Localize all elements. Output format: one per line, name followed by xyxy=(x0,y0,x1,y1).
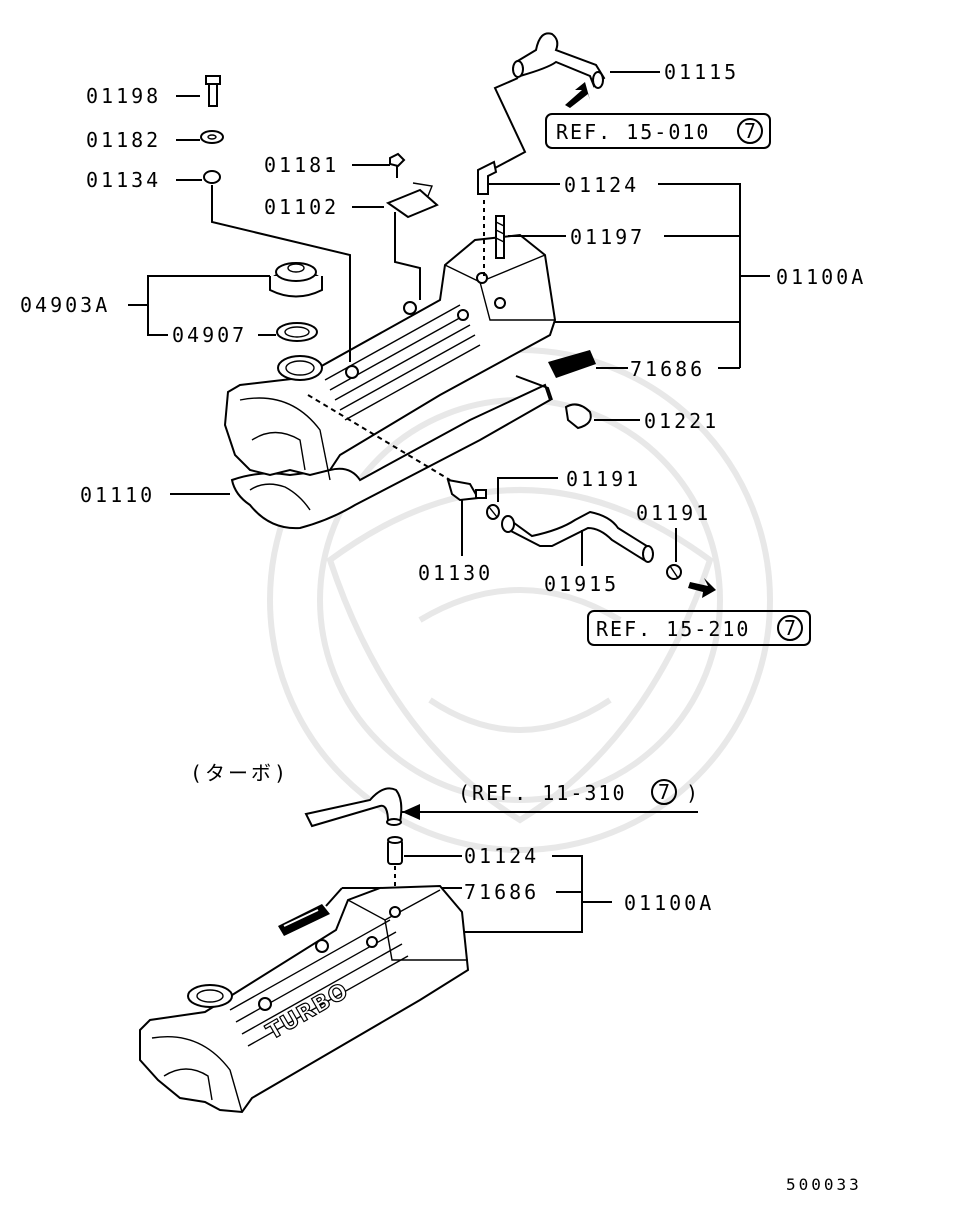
ref-15-210-num: 7 xyxy=(784,616,798,640)
label-01130: 01130 xyxy=(418,561,493,585)
gasket-01110 xyxy=(230,383,552,530)
emblem-71686 xyxy=(548,350,596,378)
bolt-01181 xyxy=(389,152,406,178)
ref-11-310-num: 7 xyxy=(658,780,672,804)
elbow-01124 xyxy=(477,160,498,195)
plug-01221 xyxy=(564,403,592,430)
label-01915: 01915 xyxy=(544,572,619,596)
label-01100A: 01100A xyxy=(776,265,866,289)
label-01181: 01181 xyxy=(264,153,339,177)
label-turbo-01124: 01124 xyxy=(464,844,539,868)
label-71686: 71686 xyxy=(630,357,705,381)
turbo-oil-filler-neck xyxy=(187,984,233,1008)
ref-15-010-text: REF. 15-010 xyxy=(556,120,710,144)
label-04907: 04907 xyxy=(172,323,247,347)
arrow-ref3 xyxy=(402,804,420,820)
valve-cover-01100A xyxy=(223,233,557,477)
label-04903A: 04903A xyxy=(20,293,110,317)
turbo-pipe-01124 xyxy=(387,836,403,865)
label-01102: 01102 xyxy=(264,195,339,219)
hose-01915 xyxy=(501,510,654,563)
ref-11-310-close: ) xyxy=(686,781,700,805)
label-turbo-01100A: 01100A xyxy=(624,891,714,915)
label-01191-b: 01191 xyxy=(636,501,711,525)
hose-01115 xyxy=(512,32,606,89)
clamp-01191-b xyxy=(666,564,682,580)
label-01182: 01182 xyxy=(86,128,161,152)
stud-01197 xyxy=(495,215,505,259)
diagram-id: 500033 xyxy=(786,1175,862,1194)
ref-box-15-210 xyxy=(587,610,811,646)
grommet-01134 xyxy=(203,170,221,184)
label-01124: 01124 xyxy=(564,173,639,197)
label-01197: 01197 xyxy=(570,225,645,249)
label-01134: 01134 xyxy=(86,168,161,192)
label-01191-a: 01191 xyxy=(566,467,641,491)
turbo-emblem-71686 xyxy=(278,904,330,936)
turbo-hose xyxy=(304,787,403,828)
oil-filler-neck xyxy=(277,355,323,381)
cap-gasket-04907 xyxy=(276,322,318,342)
ref-11-310-text: (REF. 11-310 xyxy=(458,781,627,805)
bolt-01198 xyxy=(205,75,221,107)
label-01110: 01110 xyxy=(80,483,155,507)
pcv-valve-01130 xyxy=(446,478,487,502)
label-01221: 01221 xyxy=(644,409,719,433)
oil-filler-cap-04903A xyxy=(269,262,323,298)
label-turbo-71686: 71686 xyxy=(464,880,539,904)
label-01198: 01198 xyxy=(86,84,161,108)
ref-15-010-num: 7 xyxy=(744,119,758,143)
bracket-01102 xyxy=(385,188,439,219)
ref-15-210-text: REF. 15-210 xyxy=(596,617,750,641)
ref-box-15-010 xyxy=(545,113,771,149)
turbo-variant-label: (ターボ) xyxy=(190,761,289,785)
arrow-ref1 xyxy=(565,82,590,108)
arrow-ref2 xyxy=(688,578,716,598)
label-01115: 01115 xyxy=(664,60,739,84)
clamp-01191-a xyxy=(486,504,500,520)
washer-01182 xyxy=(200,130,224,144)
